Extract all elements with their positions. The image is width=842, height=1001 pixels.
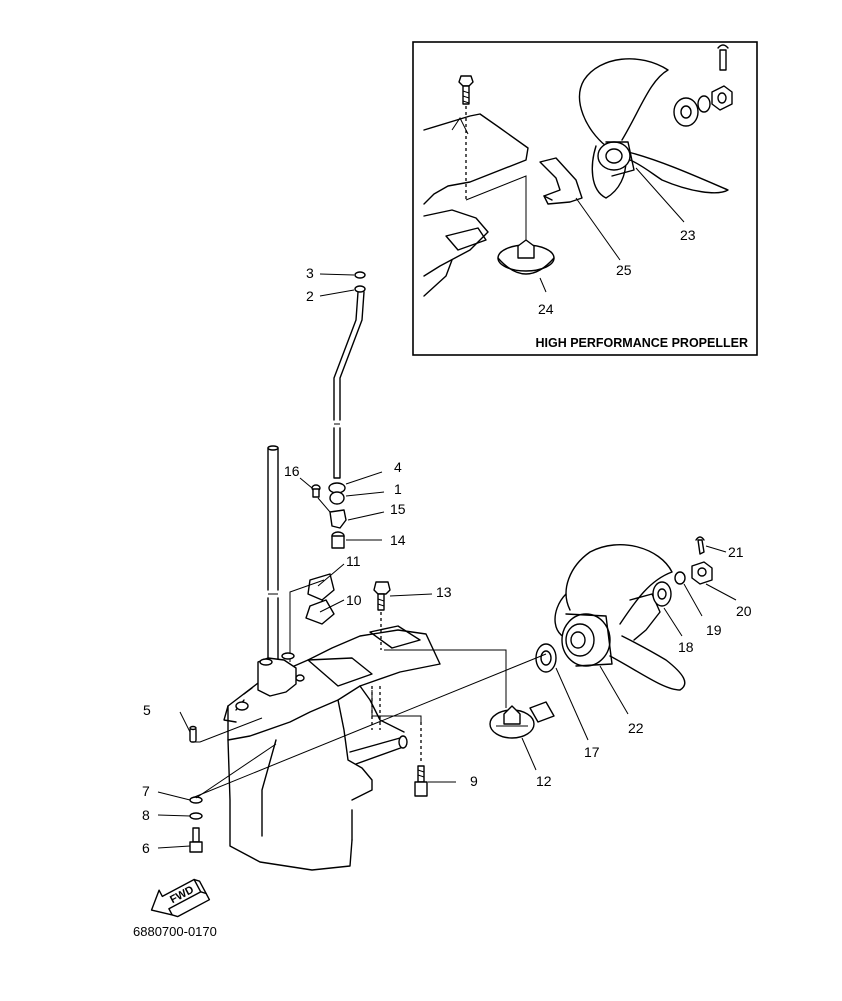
callout-20: 20 bbox=[736, 603, 752, 619]
bolt-6 bbox=[189, 827, 203, 853]
callout-23: 23 bbox=[680, 227, 696, 243]
lower-case bbox=[223, 625, 441, 871]
inset-propeller-23 bbox=[578, 58, 729, 199]
callout-6: 6 bbox=[142, 840, 150, 856]
washer-17 bbox=[535, 643, 557, 673]
callout-22: 22 bbox=[628, 720, 644, 736]
callout-10: 10 bbox=[346, 592, 362, 608]
callout-12: 12 bbox=[536, 773, 552, 789]
bolt-13 bbox=[373, 581, 391, 611]
callout-2: 2 bbox=[306, 288, 314, 304]
inset-title: HIGH PERFORMANCE PROPELLER bbox=[535, 336, 748, 350]
callout-11: 11 bbox=[346, 553, 361, 569]
callout-13: 13 bbox=[436, 584, 452, 600]
drawing-number: 6880700-0170 bbox=[133, 924, 217, 939]
inset-lower-case bbox=[423, 113, 529, 297]
anode-12 bbox=[489, 701, 555, 739]
nut-20 bbox=[691, 561, 713, 585]
spacer-18 bbox=[652, 581, 672, 607]
callout-3: 3 bbox=[306, 265, 314, 281]
callout-15: 15 bbox=[390, 501, 406, 517]
fwd-arrow: FWD bbox=[150, 878, 211, 918]
shift-rod bbox=[311, 271, 366, 549]
inset-thrust-plate-25 bbox=[539, 157, 583, 205]
callout-8: 8 bbox=[142, 807, 150, 823]
callout-4: 4 bbox=[394, 459, 402, 475]
callout-1: 1 bbox=[394, 481, 402, 497]
callout-18: 18 bbox=[678, 639, 694, 655]
inset-bolt bbox=[458, 75, 474, 105]
callouts: 1 2 3 4 5 6 7 8 9 10 11 12 13 14 15 16 1… bbox=[142, 265, 752, 856]
dowel-pin-5 bbox=[189, 725, 197, 743]
callout-9: 9 bbox=[470, 773, 478, 789]
inset-hardware bbox=[673, 44, 733, 127]
leader-lines bbox=[157, 273, 737, 849]
inset-panel: 23 25 24 HIGH PERFORMANCE PROPELLER bbox=[412, 41, 758, 356]
callout-5: 5 bbox=[143, 702, 151, 718]
cotter-pin-21 bbox=[695, 536, 705, 555]
callout-24: 24 bbox=[538, 301, 554, 317]
callout-25: 25 bbox=[616, 262, 632, 278]
washer-8 bbox=[189, 812, 203, 820]
fwd-label: FWD bbox=[168, 884, 196, 906]
bolt-9 bbox=[414, 765, 428, 797]
callout-16: 16 bbox=[284, 463, 300, 479]
callout-14: 14 bbox=[390, 532, 406, 548]
callout-21: 21 bbox=[728, 544, 744, 560]
drive-shaft bbox=[267, 445, 279, 661]
washer-19 bbox=[674, 571, 686, 585]
callout-7: 7 bbox=[142, 783, 150, 799]
propeller-22 bbox=[554, 544, 686, 691]
callout-19: 19 bbox=[706, 622, 722, 638]
callout-17: 17 bbox=[584, 744, 600, 760]
inset-anode-24 bbox=[497, 239, 555, 275]
